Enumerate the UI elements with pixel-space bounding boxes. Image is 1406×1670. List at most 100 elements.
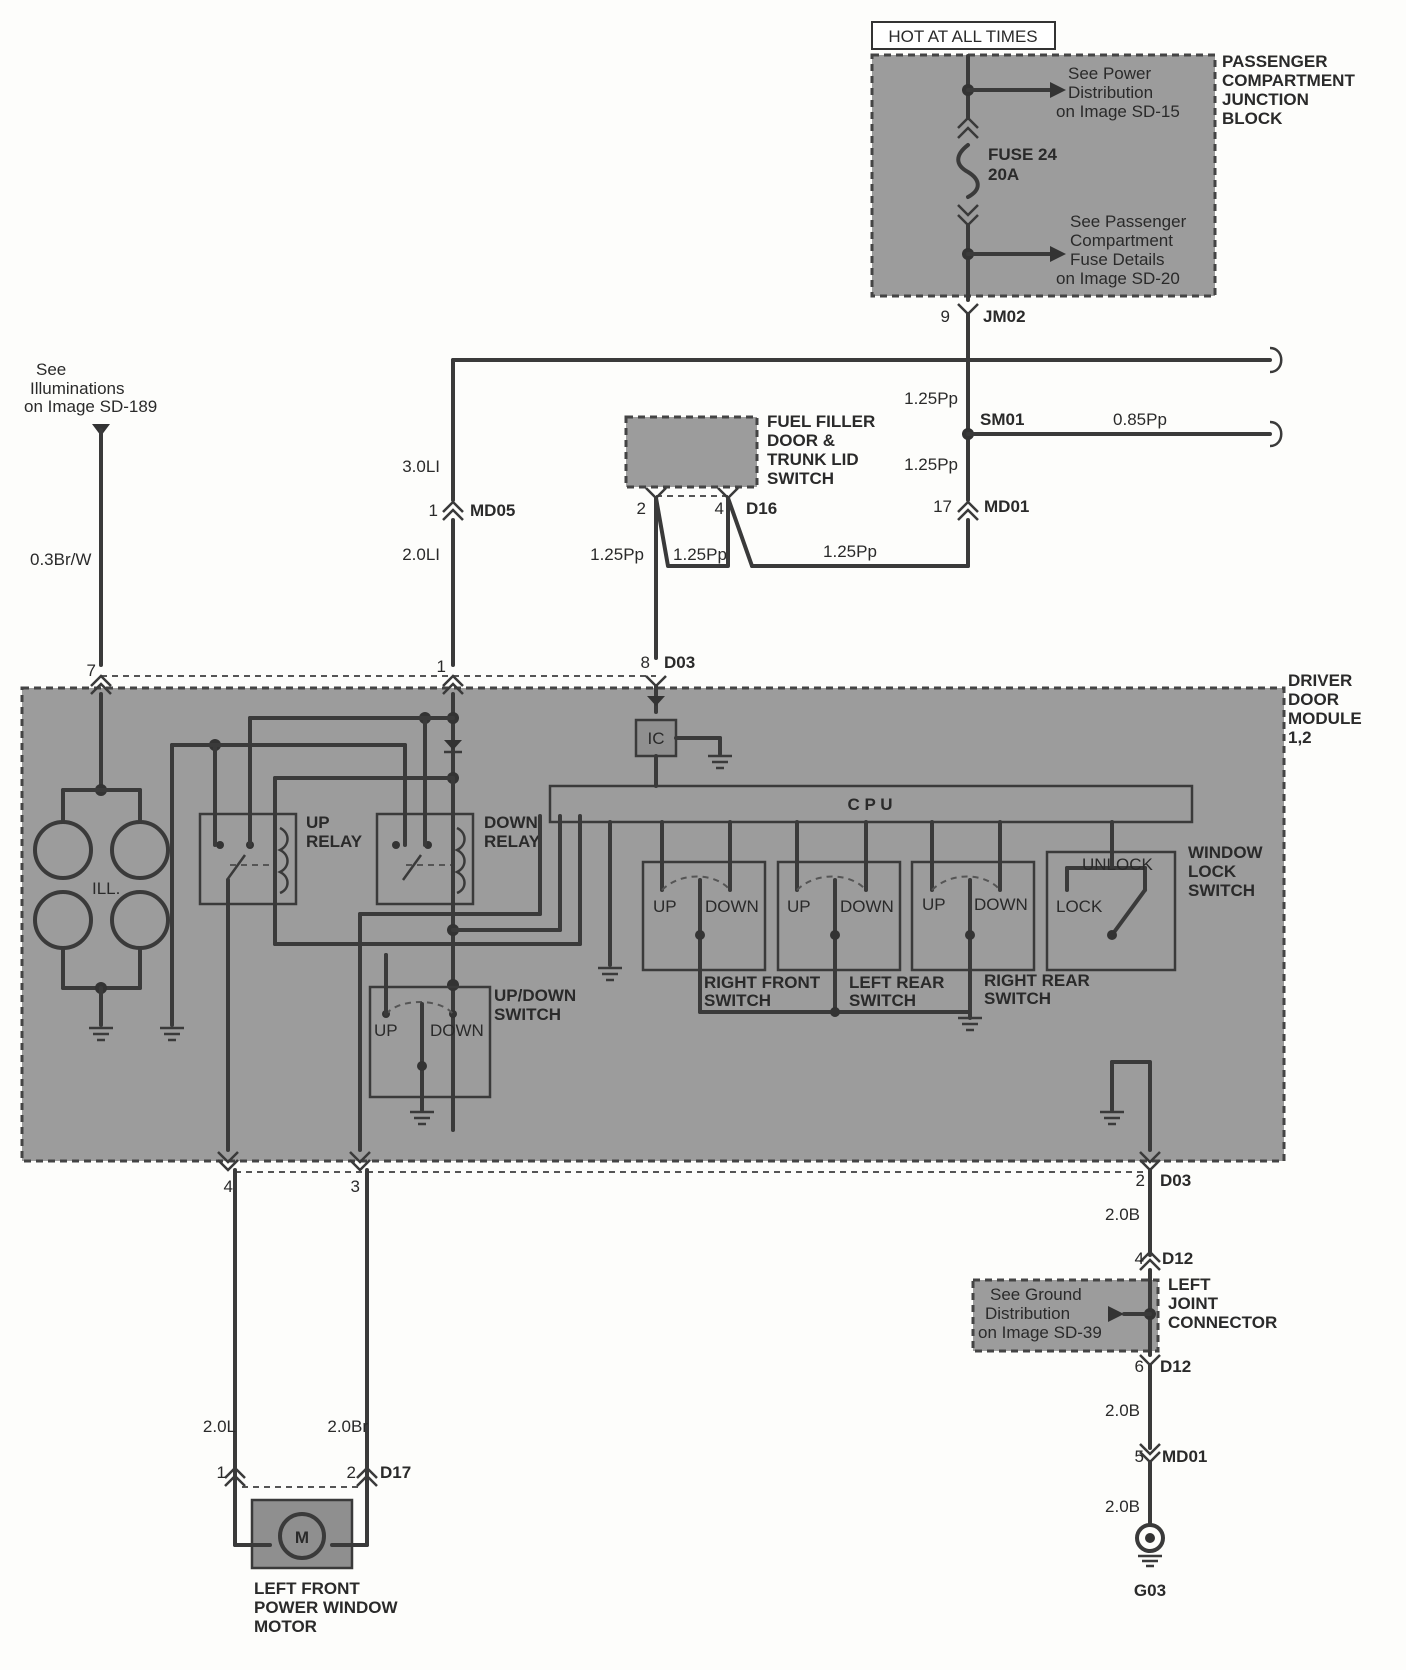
connector-d17-pin2: [356, 1466, 378, 1487]
md05-pin: 1: [429, 501, 438, 520]
fuel-filler-switch: [624, 415, 759, 489]
wire-label-ground1: 2.0B: [1105, 1205, 1140, 1224]
d16-pin-b: 4: [715, 499, 724, 518]
svg-text:Fuse Details: Fuse Details: [1070, 250, 1164, 269]
module-name: DRIVER DOOR MODULE 1,2: [1288, 671, 1362, 747]
d12-out-pin: 6: [1135, 1357, 1144, 1376]
svg-text:LOCK: LOCK: [1188, 862, 1237, 881]
svg-text:DOWN: DOWN: [974, 895, 1028, 914]
wire-label-ground2: 2.0B: [1105, 1401, 1140, 1420]
hot-at-all-times-box: [871, 21, 1056, 50]
fuse-icon: [956, 143, 980, 199]
jm02-name: JM02: [983, 307, 1026, 326]
fuse-label: FUSE 24 20A: [988, 145, 1058, 184]
svg-text:UP: UP: [653, 897, 677, 916]
svg-text:Compartment: Compartment: [1070, 231, 1173, 250]
d03-bottom-name: D03: [1160, 1171, 1191, 1190]
svg-text:on Image SD-15: on Image SD-15: [1056, 102, 1180, 121]
svg-text:SWITCH: SWITCH: [494, 1005, 561, 1024]
svg-text:DOOR &: DOOR &: [767, 431, 835, 450]
svg-text:UP: UP: [922, 895, 946, 914]
svg-text:See Power: See Power: [1068, 64, 1151, 83]
rr-switch-label: RIGHT REAR SWITCH: [984, 971, 1090, 1008]
d03-top-name: D03: [664, 653, 695, 672]
d12-in-pin: 4: [1135, 1249, 1144, 1268]
svg-text:DOWN: DOWN: [840, 897, 894, 916]
ground-icon: [708, 754, 732, 770]
svg-text:MOTOR: MOTOR: [254, 1617, 317, 1636]
d12-out-name: D12: [1160, 1357, 1191, 1376]
svg-text:20A: 20A: [988, 165, 1019, 184]
ground-icon: [89, 1026, 113, 1042]
connector-md01-top: [957, 500, 979, 521]
d16-pin-a: 2: [637, 499, 646, 518]
d03-pin-pp: 8: [641, 653, 650, 672]
window-lock-label: WINDOW LOCK SWITCH: [1188, 843, 1264, 900]
diode-icon: [647, 696, 665, 706]
svg-text:Distribution: Distribution: [985, 1304, 1070, 1323]
lock-label: LOCK: [1056, 897, 1103, 916]
svg-text:RIGHT REAR: RIGHT REAR: [984, 971, 1090, 990]
joint-ref: See Ground Distribution on Image SD-39: [978, 1285, 1102, 1342]
sm01-name: SM01: [980, 410, 1024, 429]
svg-text:SWITCH: SWITCH: [1188, 881, 1255, 900]
svg-text:on Image SD-20: on Image SD-20: [1056, 269, 1180, 288]
svg-text:JOINT: JOINT: [1168, 1294, 1219, 1313]
svg-text:See Ground: See Ground: [990, 1285, 1082, 1304]
jm02-pin: 9: [941, 307, 950, 326]
wire-break-pp: [1269, 420, 1283, 448]
md01-bottom-pin: 5: [1135, 1447, 1144, 1466]
svg-text:CONNECTOR: CONNECTOR: [1168, 1313, 1277, 1332]
svg-text:LEFT: LEFT: [1168, 1275, 1211, 1294]
wire-label-pp-d16mid: 1.25Pp: [673, 545, 727, 564]
d17-name: D17: [380, 1463, 411, 1482]
junction-block-name: PASSENGER COMPARTMENT JUNCTION BLOCK: [1222, 52, 1355, 128]
svg-text:1,2: 1,2: [1288, 728, 1312, 747]
driver-door-module: [20, 686, 1286, 1163]
ground-icon: [598, 966, 622, 982]
svg-text:UP/DOWN: UP/DOWN: [494, 986, 576, 1005]
hot-label: HOT AT ALL TIMES: [888, 27, 1037, 46]
ground-point-icon: [1135, 1523, 1165, 1553]
wire-label-pp-branch: 0.85Pp: [1113, 410, 1167, 429]
md01-bottom-name: MD01: [1162, 1447, 1207, 1466]
svg-text:See Passenger: See Passenger: [1070, 212, 1187, 231]
svg-text:on Image SD-39: on Image SD-39: [978, 1323, 1102, 1342]
fuse-ref: See Passenger Compartment Fuse Details o…: [1056, 212, 1187, 288]
d03b-pin4: 4: [224, 1177, 233, 1196]
d12-in-name: D12: [1162, 1249, 1193, 1268]
svg-text:UP: UP: [306, 813, 330, 832]
wire-label-pp-d16b: 1.25Pp: [823, 542, 877, 561]
wire-label-li3: 3.0LI: [402, 457, 440, 476]
svg-text:LEFT REAR: LEFT REAR: [849, 973, 944, 992]
illumination-ref: See Illuminations on Image SD-189: [24, 360, 157, 416]
rf-switch-label: RIGHT FRONT SWITCH: [704, 973, 821, 1010]
connector-d17-pin1: [224, 1466, 246, 1487]
svg-text:SWITCH: SWITCH: [984, 989, 1051, 1008]
wire-break-li: [1269, 346, 1283, 374]
arrow-fuse-ref: [1050, 246, 1066, 262]
wire-label-motor-l: 2.0L: [203, 1417, 236, 1436]
right-front-switch: [641, 860, 767, 972]
ic-label: IC: [648, 729, 665, 748]
wire-label-pp-d16a: 1.25Pp: [590, 545, 644, 564]
ground-icon: [160, 1026, 184, 1042]
ill-label: ILL.: [92, 879, 120, 898]
svg-text:DOOR: DOOR: [1288, 690, 1339, 709]
power-ref: See Power Distribution on Image SD-15: [1056, 64, 1180, 121]
wire-label-pp2: 1.25Pp: [904, 455, 958, 474]
right-rear-switch: [910, 860, 1036, 972]
connector-d03-pin4: [217, 1151, 239, 1172]
md01-top-name: MD01: [984, 497, 1029, 516]
coil-icon: [277, 826, 289, 895]
svg-text:JUNCTION: JUNCTION: [1222, 90, 1309, 109]
svg-text:SWITCH: SWITCH: [704, 991, 771, 1010]
md01-top-pin: 17: [933, 497, 952, 516]
svg-text:LEFT FRONT: LEFT FRONT: [254, 1579, 360, 1598]
joint-name: LEFT JOINT CONNECTOR: [1168, 1275, 1277, 1332]
d17-pin1: 1: [217, 1463, 226, 1482]
left-rear-switch: [776, 860, 902, 972]
wire-label-li2: 2.0LI: [402, 545, 440, 564]
